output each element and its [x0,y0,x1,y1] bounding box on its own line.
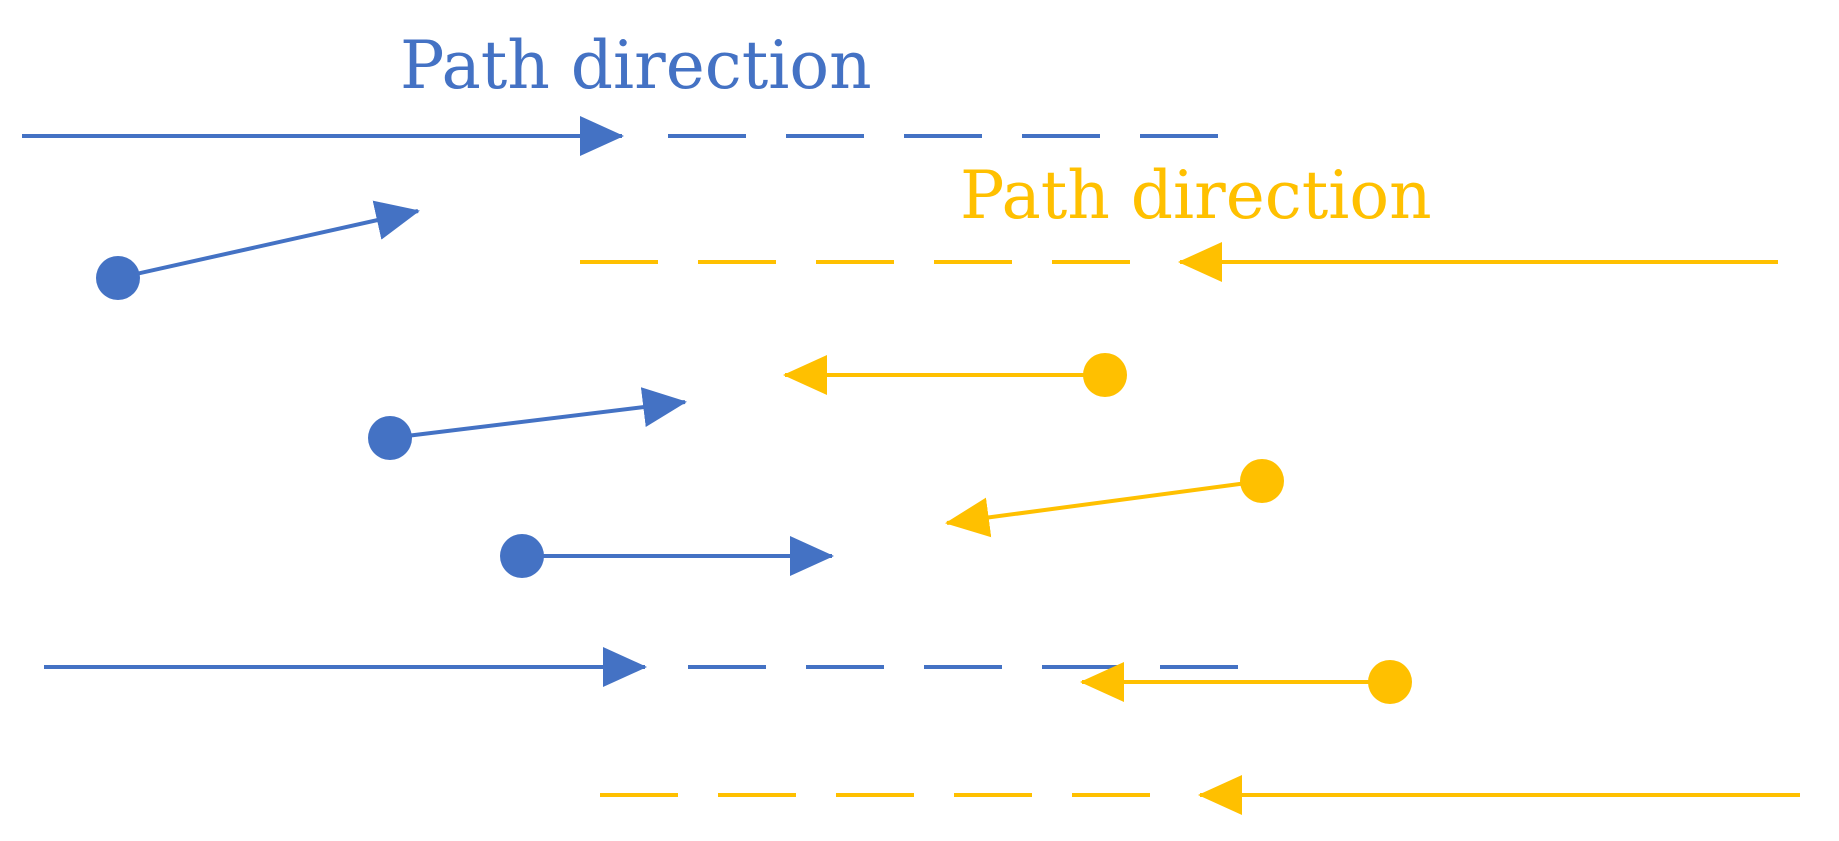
yellow-point-1 [1083,353,1127,397]
yellow-path-direction-label: Path direction [960,157,1432,234]
yellow-vector-2 [945,459,1284,538]
blue-point-1 [96,256,140,300]
yellow-vector-3 [1080,660,1412,704]
blue-vector-2 [368,387,687,460]
blue-path-direction-label: Path direction [400,27,872,104]
blue-vector-3 [500,534,834,578]
yellow-point-2 [1240,459,1284,503]
blue-point-3 [500,534,544,578]
blue-vector-1 [96,200,420,300]
blue-point-2 [368,416,412,460]
yellow-point-3 [1368,660,1412,704]
yellow-vector-1 [783,353,1127,397]
